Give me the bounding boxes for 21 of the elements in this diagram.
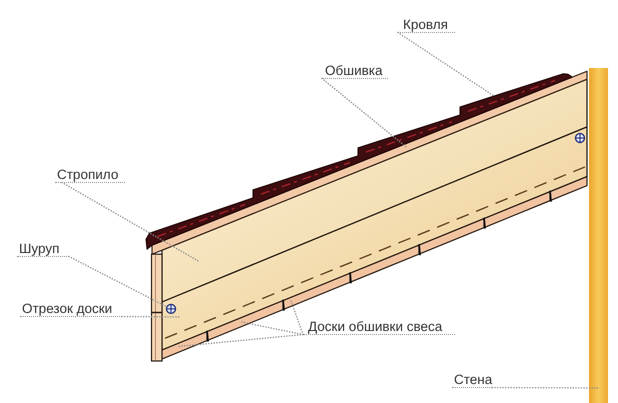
leader-line bbox=[121, 316, 181, 318]
part-label: Отрезок доски bbox=[20, 301, 122, 317]
part-label: Шуруп bbox=[17, 241, 69, 257]
part-label: Стропило bbox=[55, 167, 125, 183]
leader-line bbox=[492, 386, 600, 389]
soffit-board bbox=[161, 331, 208, 360]
screw-head bbox=[166, 304, 176, 314]
part-label: Стена bbox=[452, 372, 492, 388]
leader-line bbox=[290, 300, 304, 336]
part-label: Кровля bbox=[398, 17, 455, 33]
soffit-board bbox=[206, 300, 284, 342]
leader-line bbox=[68, 256, 168, 308]
leader-line bbox=[61, 182, 201, 263]
leader-line bbox=[397, 32, 495, 97]
leader-line bbox=[239, 320, 304, 336]
wall bbox=[589, 68, 608, 403]
leader-line bbox=[177, 334, 304, 348]
soffit-board bbox=[282, 272, 351, 310]
rafter-board bbox=[161, 78, 588, 303]
part-label: Обшивка bbox=[322, 63, 388, 79]
part-label: Доски обшивки свеса bbox=[303, 319, 455, 335]
